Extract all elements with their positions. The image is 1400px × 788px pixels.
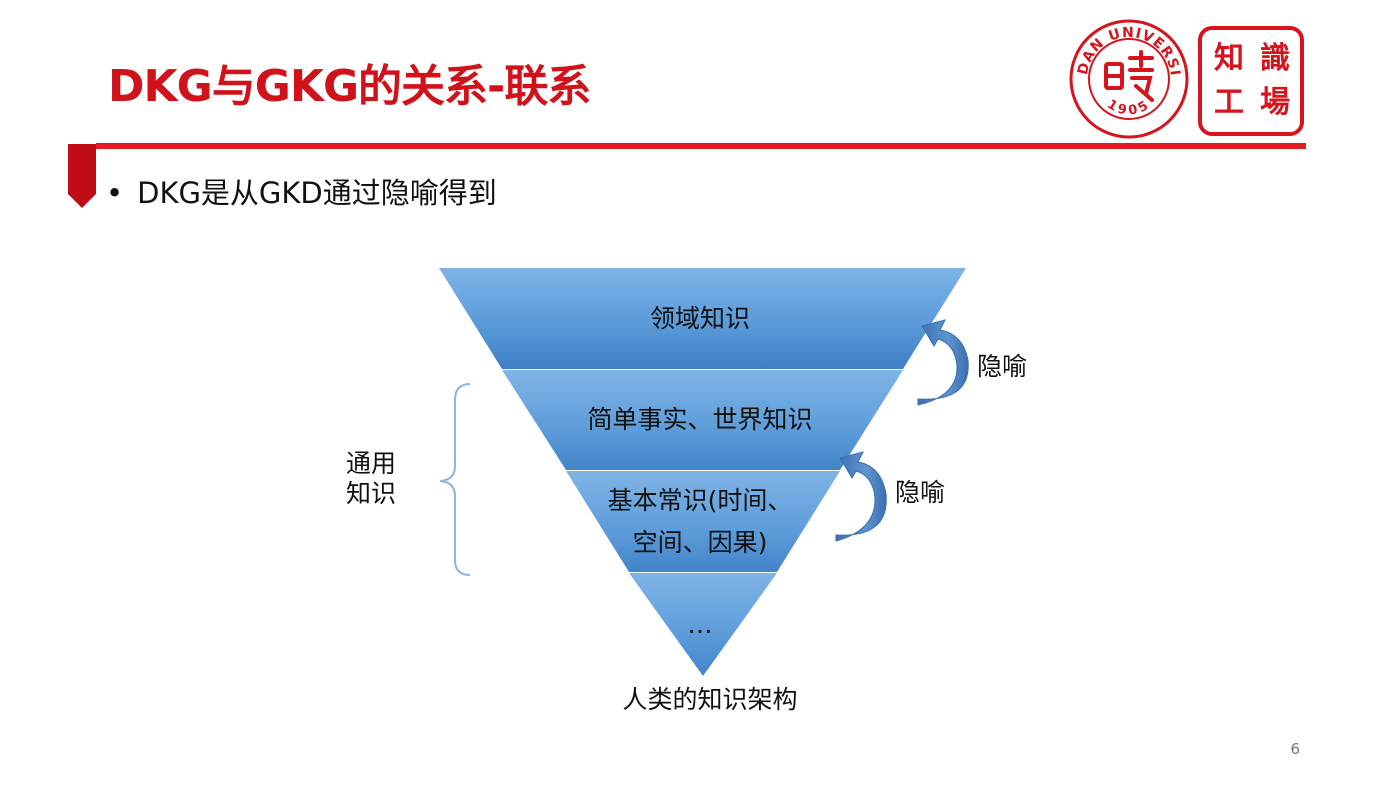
stamp-char: 場 [1260, 85, 1290, 120]
slide-title: DKG与GKG的关系-联系 [108, 61, 591, 112]
stamp-char: 知 [1214, 41, 1244, 76]
pyramid-layer-more [629, 573, 777, 676]
pyramid-layer-common-sense [566, 471, 840, 572]
layer-label-domain-knowledge: 领域知识 [649, 304, 750, 333]
curly-brace-icon [439, 383, 471, 576]
zhishi-gongchang-stamp-logo: 知 識 工 場 [1198, 26, 1304, 136]
curved-arrow-icon [835, 451, 887, 542]
layer-label-ellipsis: … [687, 610, 713, 639]
layer-label-common-sense-line1: 基本常识(时间、 [607, 486, 793, 515]
bullet-item: • DKG是从GKD通过隐喻得到 [106, 170, 497, 212]
pyramid-layer-domain-knowledge [439, 268, 966, 369]
brace-label-line1: 通用 [346, 449, 397, 478]
layer-label-common-sense-line2: 空间、因果) [632, 528, 768, 557]
seal-emblem-icon [1104, 50, 1154, 102]
arrow-label-metaphor: 隐喻 [895, 478, 946, 507]
arrow-label-metaphor: 隐喻 [977, 352, 1028, 381]
page-number: 6 [1290, 740, 1300, 758]
seal-year-text: 1905 [1104, 97, 1150, 119]
stamp-char: 識 [1260, 41, 1290, 76]
layer-label-world-knowledge: 简单事实、世界知识 [587, 405, 813, 434]
bullet-marker: • [106, 176, 124, 210]
pyramid-layer-world-knowledge [502, 370, 903, 470]
svg-text:1905: 1905 [1104, 97, 1153, 119]
curved-arrow-icon [917, 319, 969, 406]
bookmark-icon [68, 144, 96, 208]
brace-label-line2: 知识 [346, 479, 397, 508]
diagram-caption: 人类的知识架构 [622, 685, 798, 714]
fudan-seal-logo: FUDAN UNIVERSITY 1905 [1068, 18, 1189, 139]
bullet-text: DKG是从GKD通过隐喻得到 [137, 176, 497, 210]
stamp-char: 工 [1214, 85, 1244, 120]
title-rule [96, 143, 1306, 149]
